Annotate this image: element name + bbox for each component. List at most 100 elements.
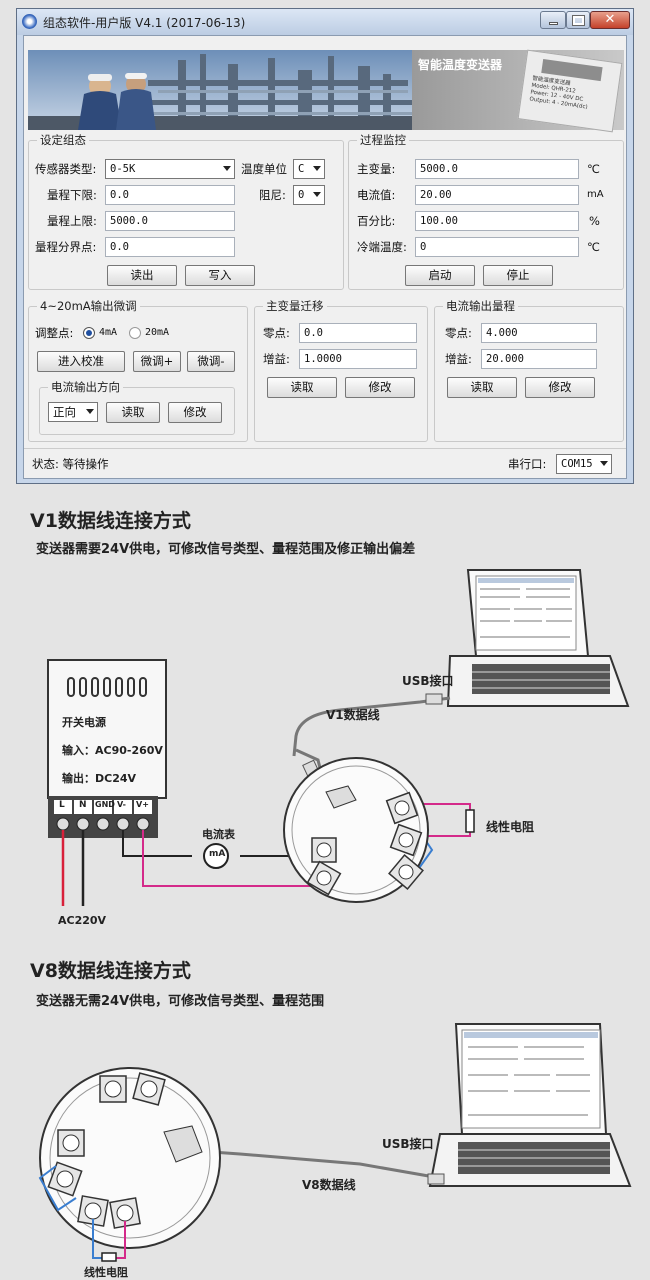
sensor-type-label: 传感器类型:: [35, 162, 97, 176]
radio-20ma[interactable]: [129, 327, 141, 339]
v1-terminal-vplus: V+: [136, 800, 149, 809]
v1-section-title: V1数据线连接方式: [30, 510, 191, 532]
output-trim-group: 4~20mA输出微调 调整点: 4mA 20mA 进入校准 微调+ 微调- 电流…: [28, 299, 248, 442]
temp-unit-label: 温度单位: [241, 162, 287, 176]
v8-transmitter: [39, 1067, 221, 1249]
v8-laptop: [428, 1023, 632, 1187]
boundary-input[interactable]: 0.0: [105, 237, 235, 257]
v1-laptop: [446, 569, 630, 707]
stop-button[interactable]: 停止: [483, 265, 553, 286]
write-settings-button[interactable]: 写入: [185, 265, 255, 286]
minimize-button[interactable]: [540, 11, 566, 29]
settings-group: 设定组态 传感器类型: 0-5K 温度单位 C 量程下限: 0.0 阻尼: 0 …: [28, 133, 344, 290]
app-client-area: 智能温度变送器 智能温度变送器 Model: QHR-212 Power: 12…: [23, 35, 627, 479]
settings-group-title: 设定组态: [37, 133, 89, 148]
temp-unit-select[interactable]: C: [293, 159, 325, 179]
cold-junction-unit: ℃: [587, 240, 600, 254]
damping-select[interactable]: 0: [293, 185, 325, 205]
v1-ammeter-label: 电流表: [202, 828, 235, 841]
v1-psu-name: 开关电源: [62, 716, 106, 729]
current-readout: 20.00: [415, 185, 579, 205]
read-settings-button[interactable]: 读出: [107, 265, 177, 286]
output-direction-title: 电流输出方向: [48, 380, 123, 395]
chevron-down-icon: [223, 166, 231, 171]
out-gain-input[interactable]: 20.000: [481, 349, 597, 369]
module-label-lines: 智能温度变送器 Model: QHR-212 Power: 12 - 40V D…: [529, 76, 591, 112]
v1-mains-label: AC220V: [58, 914, 107, 927]
adjust-point-label: 调整点:: [35, 326, 74, 340]
chevron-down-icon: [313, 166, 321, 171]
pv-label: 主变量:: [357, 162, 396, 176]
percent-label: 百分比:: [357, 214, 396, 228]
v8-cable-label: V8数据线: [302, 1178, 356, 1192]
v1-psu-input: 输入：AC90-260V: [62, 744, 163, 757]
start-button[interactable]: 启动: [405, 265, 475, 286]
pv-shift-modify-button[interactable]: 修改: [345, 377, 415, 398]
monitor-group: 过程监控 主变量: 5000.0 ℃ 电流值: 20.00 mA 百分比: 10…: [348, 133, 624, 290]
damping-label: 阻尼:: [259, 188, 286, 202]
pv-gain-input[interactable]: 1.0000: [299, 349, 417, 369]
radio-4ma[interactable]: [83, 327, 95, 339]
v1-terminal-gnd: GND: [95, 800, 115, 809]
minimize-icon: [549, 22, 558, 25]
close-icon: ✕: [604, 12, 616, 27]
output-direction-select[interactable]: 正向: [48, 402, 98, 422]
temp-unit-value: C: [298, 163, 305, 175]
pv-shift-read-button[interactable]: 读取: [267, 377, 337, 398]
range-high-label: 量程上限:: [47, 214, 97, 228]
v1-psu-output: 输出：DC24V: [62, 772, 137, 785]
direction-read-button[interactable]: 读取: [106, 402, 160, 423]
pv-unit: ℃: [587, 162, 600, 176]
v8-resistor-label: 线性电阻: [84, 1266, 128, 1279]
out-gain-label: 增益:: [445, 352, 472, 366]
direction-modify-button[interactable]: 修改: [168, 402, 222, 423]
v1-cable-label: V1数据线: [326, 708, 380, 722]
range-low-input[interactable]: 0.0: [105, 185, 235, 205]
boundary-label: 量程分界点:: [35, 240, 97, 254]
v1-usb-label: USB接口: [402, 674, 454, 688]
out-zero-input[interactable]: 4.000: [481, 323, 597, 343]
current-unit: mA: [587, 189, 604, 200]
v8-usb-label: USB接口: [382, 1137, 434, 1151]
pv-zero-label: 零点:: [263, 326, 290, 340]
v1-wiring-diagram: [47, 569, 630, 906]
maximize-button[interactable]: [566, 11, 590, 29]
cold-junction-readout: 0: [415, 237, 579, 257]
enter-calibration-button[interactable]: 进入校准: [37, 351, 125, 372]
chevron-down-icon: [313, 192, 321, 197]
pv-zero-input[interactable]: 0.0: [299, 323, 417, 343]
close-button[interactable]: ✕: [590, 11, 630, 29]
v1-power-supply: [47, 659, 167, 838]
maximize-icon: [572, 15, 585, 26]
v1-resistor-label: 线性电阻: [486, 820, 535, 834]
config-software-window: 组态软件-用户版 V4.1 (2017-06-13) ✕: [16, 8, 634, 484]
pv-shift-group: 主变量迁移 零点: 0.0 增益: 1.0000 读取 修改: [254, 299, 428, 442]
v1-ammeter-unit: mA: [209, 849, 226, 859]
v1-terminal-vminus: V-: [117, 800, 126, 809]
trim-minus-button[interactable]: 微调-: [187, 351, 235, 372]
cold-junction-label: 冷端温度:: [357, 240, 407, 254]
serial-port-label: 串行口:: [508, 457, 547, 471]
range-high-input[interactable]: 5000.0: [105, 211, 235, 231]
output-range-title: 电流输出量程: [443, 299, 518, 314]
out-zero-label: 零点:: [445, 326, 472, 340]
banner-product-panel: 智能温度变送器 智能温度变送器 Model: QHR-212 Power: 12…: [412, 49, 624, 133]
banner-product-title: 智能温度变送器: [418, 58, 503, 72]
window-title: 组态软件-用户版 V4.1 (2017-06-13): [43, 16, 246, 30]
v8-section-subtitle: 变送器无需24V供电，可修改信号类型、量程范围: [36, 994, 325, 1009]
out-range-modify-button[interactable]: 修改: [525, 377, 595, 398]
v8-wiring-diagram: [38, 1023, 632, 1262]
radio-20ma-label: 20mA: [145, 327, 170, 338]
damping-value: 0: [298, 189, 305, 201]
sensor-type-select[interactable]: 0-5K: [105, 159, 235, 179]
chevron-down-icon: [600, 461, 608, 466]
trim-plus-button[interactable]: 微调+: [133, 351, 181, 372]
serial-port-value: COM15: [561, 458, 593, 470]
serial-port-select[interactable]: COM15: [556, 454, 612, 474]
output-direction-group: 电流输出方向 正向 读取 修改: [39, 380, 235, 435]
out-range-read-button[interactable]: 读取: [447, 377, 517, 398]
percent-readout: 100.00: [415, 211, 579, 231]
status-bar: 状态: 等待操作 串行口: COM15: [24, 448, 626, 478]
pv-readout: 5000.0: [415, 159, 579, 179]
pv-shift-title: 主变量迁移: [263, 299, 327, 314]
